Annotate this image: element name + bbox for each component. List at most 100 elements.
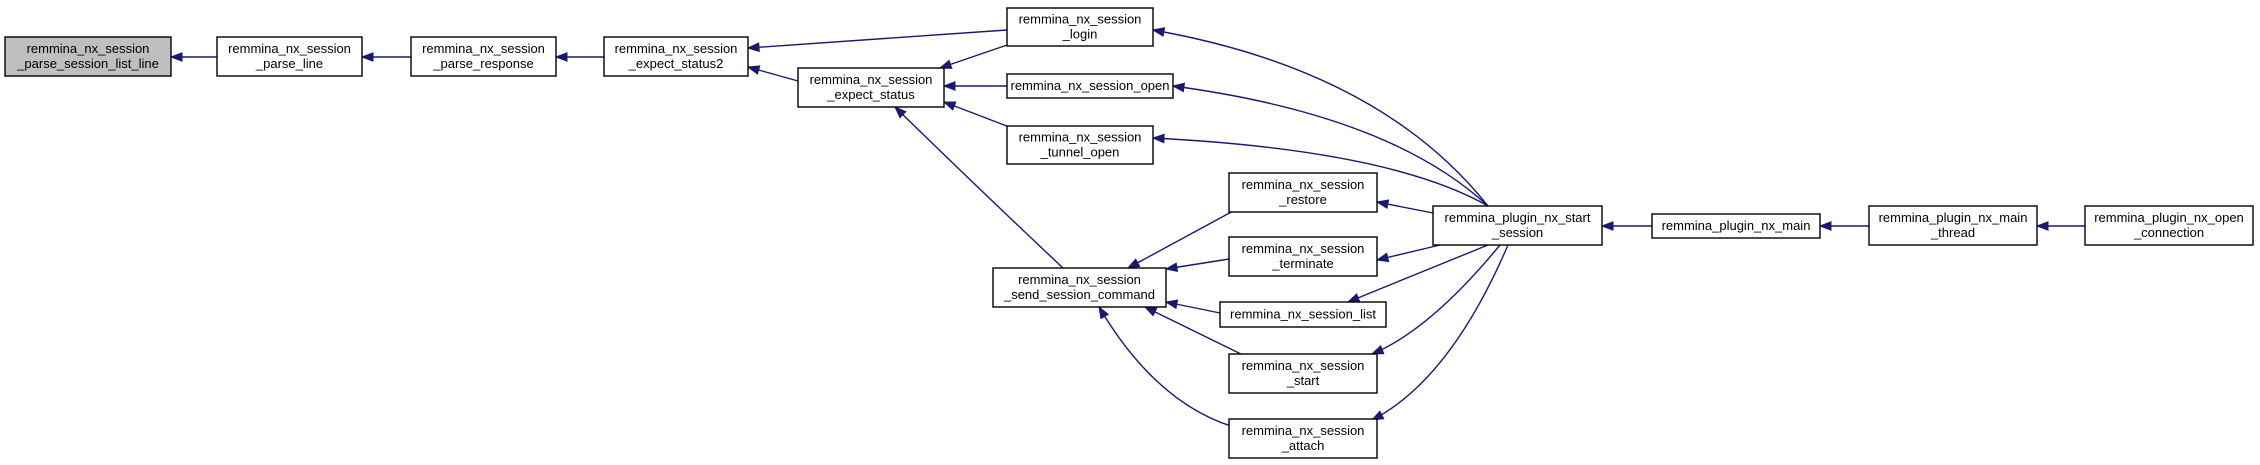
arrowhead <box>1098 305 1110 320</box>
edge-terminate-to-send_session_command <box>1164 258 1230 273</box>
edge-attach-to-send_session_command <box>1098 305 1246 431</box>
node-label: remmina_nx_session_open <box>1011 78 1170 93</box>
node-restore[interactable]: remmina_nx_session_restore <box>1228 172 1378 213</box>
node-label: _start <box>1286 373 1320 388</box>
node-box <box>1228 236 1378 277</box>
edge-line <box>1127 209 1236 269</box>
node-open[interactable]: remmina_nx_session_open <box>1006 73 1174 99</box>
edge-line <box>1371 244 1501 355</box>
edge-line <box>1152 137 1489 207</box>
node-label: remmina_nx_session <box>27 41 150 56</box>
edge-nx_main-to-start_session <box>1600 221 1652 231</box>
edge-start_session-to-terminate <box>1375 244 1441 263</box>
node-send_session_command[interactable]: remmina_nx_session_send_session_command <box>992 267 1167 308</box>
arrowhead <box>942 101 957 111</box>
node-label: _connection <box>2133 225 2204 240</box>
node-expect_status[interactable]: remmina_nx_session_expect_status <box>797 67 945 108</box>
edge-tunnel_open-to-expect_status <box>942 101 1013 129</box>
node-parse_session_list_line[interactable]: remmina_nx_session_parse_session_list_li… <box>4 36 172 77</box>
arrowhead <box>1151 27 1166 37</box>
edges-layer <box>169 27 2085 431</box>
node-label: remmina_nx_session <box>1242 241 1365 256</box>
arrowhead <box>1143 306 1158 317</box>
node-box <box>2084 205 2254 246</box>
arrowhead <box>893 106 907 119</box>
edge-line <box>1152 29 1489 207</box>
node-label: _thread <box>1930 225 1975 240</box>
node-label: _attach <box>1281 438 1325 453</box>
node-label: _login <box>1062 27 1098 42</box>
node-label: remmina_nx_session <box>1242 358 1365 373</box>
edge-login-to-expect_status <box>938 43 1011 69</box>
arrowhead <box>1370 410 1385 421</box>
node-box <box>1006 7 1154 47</box>
node-box <box>992 267 1167 308</box>
arrowhead <box>1151 133 1165 144</box>
edge-line <box>1371 244 1509 421</box>
edge-login-to-expect_status2 <box>746 29 1008 53</box>
edge-start_session-to-restore <box>1375 199 1434 214</box>
node-label: _parse_line <box>255 56 323 71</box>
node-parse_response[interactable]: remmina_nx_session_parse_response <box>410 36 557 77</box>
node-label: remmina_nx_session_list <box>1230 307 1376 322</box>
arrowhead <box>1164 299 1179 310</box>
node-login[interactable]: remmina_nx_session_login <box>1006 7 1154 47</box>
edge-line <box>894 106 1064 269</box>
node-label: remmina_nx_session <box>1018 272 1141 287</box>
edge-restore-to-send_session_command <box>1126 209 1236 269</box>
edge-parse_line-to-parse_session_list_line <box>169 52 217 62</box>
node-main_thread[interactable]: remmina_plugin_nx_main_thread <box>1868 205 2038 246</box>
arrowhead <box>942 81 956 91</box>
node-box <box>1219 301 1387 328</box>
edge-line <box>1098 306 1246 431</box>
arrowhead <box>1375 199 1390 210</box>
edge-start_session-to-attach <box>1370 244 1509 421</box>
node-label: remmina_plugin_nx_open <box>2094 210 2244 225</box>
arrowhead <box>746 42 760 53</box>
edge-main_thread-to-nx_main <box>1818 221 1869 231</box>
nodes-layer: remmina_nx_session_parse_session_list_li… <box>4 7 2254 459</box>
node-box <box>216 36 363 77</box>
node-label: _parse_session_list_line <box>16 56 159 71</box>
edge-start_session-to-tunnel_open <box>1151 133 1489 207</box>
node-label: remmina_nx_session <box>810 72 933 87</box>
node-nx_main[interactable]: remmina_plugin_nx_main <box>1651 213 1821 239</box>
edge-start_session-to-login <box>1151 27 1489 207</box>
edge-open_connection-to-main_thread <box>2035 221 2085 231</box>
arrowhead <box>1600 221 1614 231</box>
edge-send_session_command-to-expect_status <box>893 106 1064 269</box>
node-label: _session <box>1491 225 1543 240</box>
node-box <box>797 67 945 108</box>
arrowhead <box>1171 82 1186 93</box>
node-tunnel_open[interactable]: remmina_nx_session_tunnel_open <box>1006 125 1154 165</box>
node-label: remmina_nx_session <box>1019 130 1142 145</box>
node-start_session[interactable]: remmina_plugin_nx_start_session <box>1432 205 1603 246</box>
node-box <box>410 36 557 77</box>
node-label: remmina_nx_session <box>1242 177 1365 192</box>
arrowhead <box>1375 252 1390 263</box>
edge-line <box>747 29 1008 49</box>
arrowhead <box>1126 258 1141 269</box>
node-terminate[interactable]: remmina_nx_session_terminate <box>1228 236 1378 277</box>
node-start[interactable]: remmina_nx_session_start <box>1228 353 1378 394</box>
node-attach[interactable]: remmina_nx_session_attach <box>1228 418 1378 459</box>
node-box <box>1432 205 1603 246</box>
arrowhead <box>360 52 374 62</box>
arrowhead <box>1346 293 1361 303</box>
node-label: remmina_nx_session <box>422 41 545 56</box>
node-parse_line[interactable]: remmina_nx_session_parse_line <box>216 36 363 77</box>
node-box <box>1228 172 1378 213</box>
arrowhead <box>2035 221 2049 231</box>
node-list[interactable]: remmina_nx_session_list <box>1219 301 1387 328</box>
edge-line <box>939 43 1011 69</box>
edge-expect_status-to-expect_status2 <box>746 65 799 82</box>
edge-line <box>943 101 1013 129</box>
node-open_connection[interactable]: remmina_plugin_nx_open_connection <box>2084 205 2254 246</box>
node-label: remmina_nx_session <box>615 41 738 56</box>
node-box <box>603 36 749 77</box>
node-expect_status2[interactable]: remmina_nx_session_expect_status2 <box>603 36 749 77</box>
edge-list-to-send_session_command <box>1164 299 1221 314</box>
edge-open-to-expect_status <box>942 81 1007 91</box>
edge-start_session-to-open <box>1171 82 1489 207</box>
